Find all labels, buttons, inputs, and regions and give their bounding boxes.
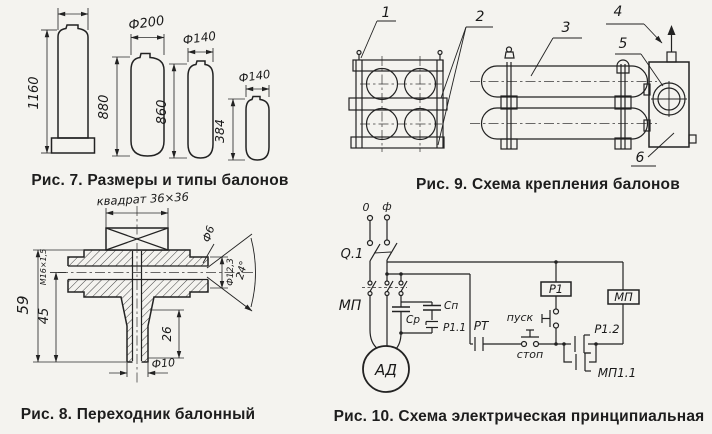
thermal-relay-contact-rt: РТ <box>469 274 521 351</box>
dim-height-1160: 1160 <box>27 76 42 109</box>
callout-4: 4 <box>614 4 623 20</box>
gas-outlet-arrow <box>667 25 676 35</box>
dim-square: квадрат 36×36 <box>96 190 189 209</box>
fig9-callouts: 1 2 3 4 5 6 <box>360 4 675 167</box>
cylinder-2: Ф200 880 <box>97 14 166 157</box>
dim-dia-140a: Ф140 <box>182 29 217 48</box>
dim-dia-10: Ф10 <box>151 356 176 371</box>
label-motor: АД <box>374 361 397 379</box>
label-mp-contacts: МП <box>339 298 362 314</box>
dim-dia-200: Ф200 <box>128 14 166 34</box>
label-cp: Сп <box>444 300 458 312</box>
dim-45: 45 <box>37 308 52 325</box>
relay-r1-branch: Р1 пуск <box>507 262 572 346</box>
contactor-mp-contacts: МП <box>339 280 408 314</box>
figure9-caption: Рис. 9. Схема крепления балонов <box>416 176 680 193</box>
dim-dia-6: Ф6 <box>200 224 217 244</box>
cylinder-3: Ф140 860 <box>155 29 217 159</box>
capacitor-cr: Ср <box>392 302 420 333</box>
label-stop: стоп <box>517 348 543 361</box>
callout-2: 2 <box>476 9 485 25</box>
figure10-electrical-schematic: 0 ф Q.1 <box>339 200 640 393</box>
label-r1-coil: Р1 <box>549 282 563 296</box>
callout-6: 6 <box>636 150 645 166</box>
contactor-mp-coil: МП <box>607 262 640 344</box>
dim-dia-140b: Ф140 <box>238 67 271 85</box>
capacitor-cp: Сп Р1.1 <box>423 300 466 334</box>
label-pusk: пуск <box>507 311 534 324</box>
dim-height-384: 384 <box>212 119 227 143</box>
label-rt: РТ <box>474 319 490 333</box>
dim-59: 59 <box>14 295 32 314</box>
label-neutral: 0 <box>363 201 370 214</box>
label-q1: Q.1 <box>341 247 364 262</box>
cylinder-pack-side-view <box>470 46 657 150</box>
figure7-cylinder-sizes: 1160 Ф200 880 Ф140 860 <box>27 8 271 161</box>
figure8-caption: Рис. 8. Переходник балонный <box>20 406 256 423</box>
label-r11: Р1.1 <box>443 322 466 334</box>
callout-5: 5 <box>619 36 628 52</box>
cylinder-frame-end-view <box>348 49 448 152</box>
label-phase: ф <box>382 200 391 213</box>
dim-dia-123: Ф12,3 <box>226 258 236 286</box>
label-mp11: МП1.1 <box>598 366 636 380</box>
dim-thread: М16×1,5 <box>39 249 48 286</box>
label-mp-coil: МП <box>614 290 633 304</box>
callout-1: 1 <box>382 5 391 21</box>
figure7-caption: Рис. 7. Размеры и типы балонов <box>31 172 289 189</box>
dim-height-860: 860 <box>155 100 170 125</box>
valve-box <box>648 25 697 148</box>
label-cr: Ср <box>406 314 420 326</box>
dim-height-880: 880 <box>97 95 112 120</box>
cylinder-4: Ф140 384 <box>212 67 271 161</box>
switch-q1: Q.1 <box>341 239 398 281</box>
figure9-mounting-scheme: 1 2 3 4 5 6 <box>348 4 697 167</box>
contacts-r12-mp11: Р1.2 МП1.1 <box>556 322 636 380</box>
dim-angle-24: 24° <box>234 260 250 281</box>
cylinder-1: 1160 <box>27 8 96 154</box>
figure10-caption: Рис. 10. Схема электрическая принципиаль… <box>333 408 705 425</box>
callout-3: 3 <box>562 20 571 36</box>
figure8-adapter: квадрат 36×36 59 45 М16×1,5 26 Ф10 Ф6 24… <box>14 190 256 385</box>
stop-button: стоп <box>517 329 556 361</box>
label-r12: Р1.2 <box>594 322 619 336</box>
dim-26: 26 <box>160 326 174 342</box>
motor-symbol: АД <box>362 345 410 393</box>
